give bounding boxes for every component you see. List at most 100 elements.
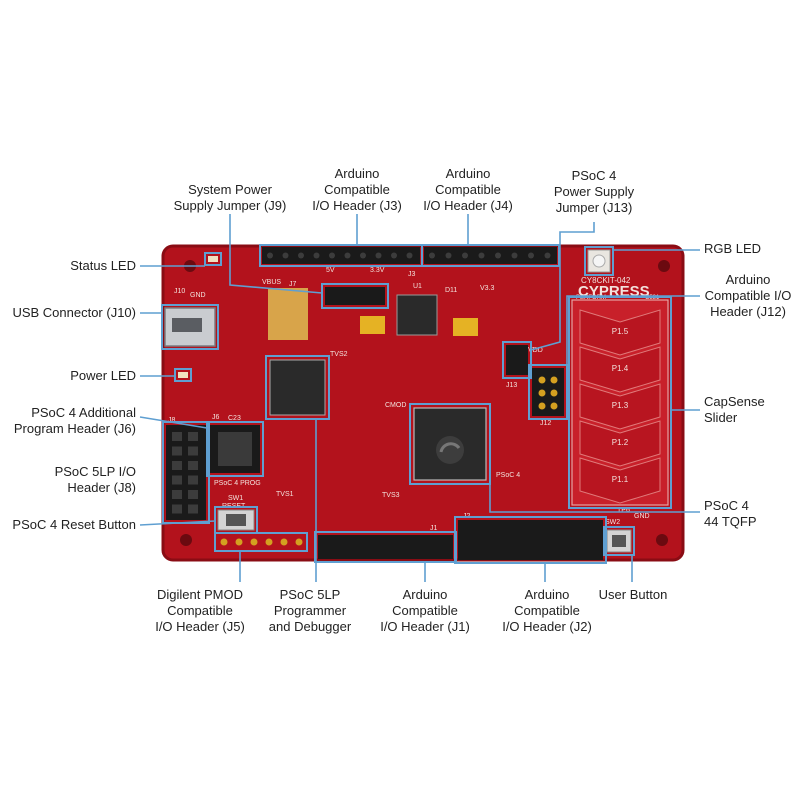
jumper-j9 xyxy=(325,287,385,305)
callout-box-psoc5lp xyxy=(265,355,330,420)
header-pin xyxy=(172,504,182,514)
callout-box-power xyxy=(174,368,192,382)
capsense-slider: P1.5P1.4P1.3P1.2P1.1 xyxy=(571,299,669,506)
label-capsense-slider: CapSense Slider xyxy=(704,394,765,425)
header-pin xyxy=(511,252,518,259)
silk-cmod: CMOD xyxy=(385,402,406,409)
capacitor-yellow xyxy=(453,318,478,336)
silk-gnd: GND xyxy=(190,292,206,299)
silk-vdd: VDD xyxy=(528,347,543,354)
header-pin xyxy=(282,252,289,259)
silk-j1: J1 xyxy=(430,525,438,532)
silk-j10: J10 xyxy=(174,288,185,295)
header-j12 xyxy=(532,368,564,416)
label-psoc4-44-tqfp: PSoC 4 44 TQFP xyxy=(704,498,757,529)
callout-box-j6 xyxy=(206,421,264,477)
silk-d11: D11 xyxy=(445,287,457,294)
label-power-led: Power LED xyxy=(70,368,136,383)
slider-segment xyxy=(579,309,661,356)
silk-tvs1: TVS1 xyxy=(276,491,294,498)
silk-vbus: VBUS xyxy=(262,279,281,286)
slider-segment-label: P1.3 xyxy=(612,401,629,410)
header-pin xyxy=(188,490,198,499)
header-pin xyxy=(445,252,452,259)
header-j6 xyxy=(210,425,260,473)
header-j1 xyxy=(318,535,453,559)
silk-j13: J13 xyxy=(506,382,517,389)
silk-gnd-br: GND xyxy=(634,513,650,520)
header-pin xyxy=(188,504,198,514)
user-button xyxy=(606,529,632,553)
callout-box-user xyxy=(603,526,635,556)
leader-psoc4 xyxy=(489,484,700,513)
header-pin xyxy=(495,252,501,259)
header-pin xyxy=(360,252,366,259)
slider-segment xyxy=(579,457,661,504)
header-j4 xyxy=(424,247,557,264)
label-arduino-j4: Arduino Compatible I/O Header (J4) xyxy=(423,166,513,213)
label-usb-connector: USB Connector (J10) xyxy=(12,305,136,320)
silk-3v3: 3.3V xyxy=(370,267,385,274)
silk-j7: J7 xyxy=(289,281,297,288)
header-pin xyxy=(544,252,551,259)
label-arduino-j2: Arduino Compatible I/O Header (J2) xyxy=(502,587,592,634)
header-pin xyxy=(478,252,485,259)
mounting-hole xyxy=(658,260,670,272)
slider-segment xyxy=(579,383,661,430)
label-user-button: User Button xyxy=(598,587,668,602)
psoc5lp-chip xyxy=(269,359,326,416)
header-pin xyxy=(235,538,243,546)
callout-box-status xyxy=(204,252,222,266)
header-pin xyxy=(298,252,304,259)
silk-j8: J8 xyxy=(168,417,176,424)
silk-j6: J6 xyxy=(212,414,220,421)
mounting-hole xyxy=(656,534,668,546)
leader-j6 xyxy=(139,416,208,429)
jumper-j13 xyxy=(506,345,528,375)
header-j5 xyxy=(220,538,303,546)
header-j8 xyxy=(166,425,206,520)
slider-segment xyxy=(579,346,661,393)
header-pin xyxy=(329,252,335,259)
silk-psoc4: PSoC 4 xyxy=(496,472,520,479)
header-pin xyxy=(250,538,258,546)
header-pin xyxy=(265,538,273,546)
header-pin xyxy=(406,252,413,259)
header-pin xyxy=(172,432,182,441)
silk-5v: 5V xyxy=(326,267,335,274)
silk-j12: J12 xyxy=(540,420,551,427)
header-pin xyxy=(188,461,198,470)
header-pin xyxy=(188,432,198,441)
status-led xyxy=(208,256,218,262)
header-pin xyxy=(172,461,182,470)
leader-j9 xyxy=(229,214,323,294)
header-pin xyxy=(313,252,320,259)
label-psoc5lp-programmer: PSoC 5LP Programmer and Debugger xyxy=(268,587,352,634)
callout-box-j4 xyxy=(421,244,560,267)
header-pin xyxy=(344,252,351,259)
silk-u1: U1 xyxy=(413,283,422,290)
header-pin xyxy=(188,475,198,485)
label-arduino-j1: Arduino Compatible I/O Header (J1) xyxy=(380,587,470,634)
header-pin xyxy=(220,538,228,546)
silk-sw2: SW2 xyxy=(605,519,620,526)
header-pin xyxy=(295,538,303,546)
silk-kit-id: CY8CKIT-042 xyxy=(581,276,631,285)
programmer-pads xyxy=(268,288,308,340)
label-arduino-j12: Arduino Compatible I/O Header (J12) xyxy=(704,272,792,319)
callout-box-j5 xyxy=(214,532,308,552)
header-pin xyxy=(391,252,397,259)
psoc4-chip xyxy=(413,407,487,481)
header-pin xyxy=(528,252,534,259)
capacitor-yellow xyxy=(360,316,385,334)
callout-box-j12 xyxy=(528,364,568,420)
callout-box-slider xyxy=(568,296,672,509)
slider-segment-label: P1.5 xyxy=(612,327,629,336)
slider-segment-label: P1.4 xyxy=(612,364,629,373)
usb-connector xyxy=(164,307,216,347)
header-j2 xyxy=(458,520,603,560)
silk-tp6: TP6 xyxy=(617,507,630,514)
power-led xyxy=(178,372,188,378)
label-psoc4-reset-button: PSoC 4 Reset Button xyxy=(12,517,136,532)
header-pin xyxy=(188,446,198,456)
